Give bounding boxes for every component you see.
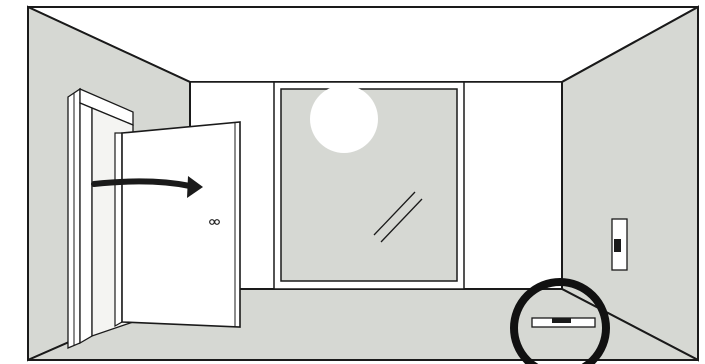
floor-sensor <box>532 318 595 327</box>
window <box>274 82 464 289</box>
sun <box>310 85 378 153</box>
door <box>115 122 240 327</box>
wall-sensor <box>612 219 627 270</box>
